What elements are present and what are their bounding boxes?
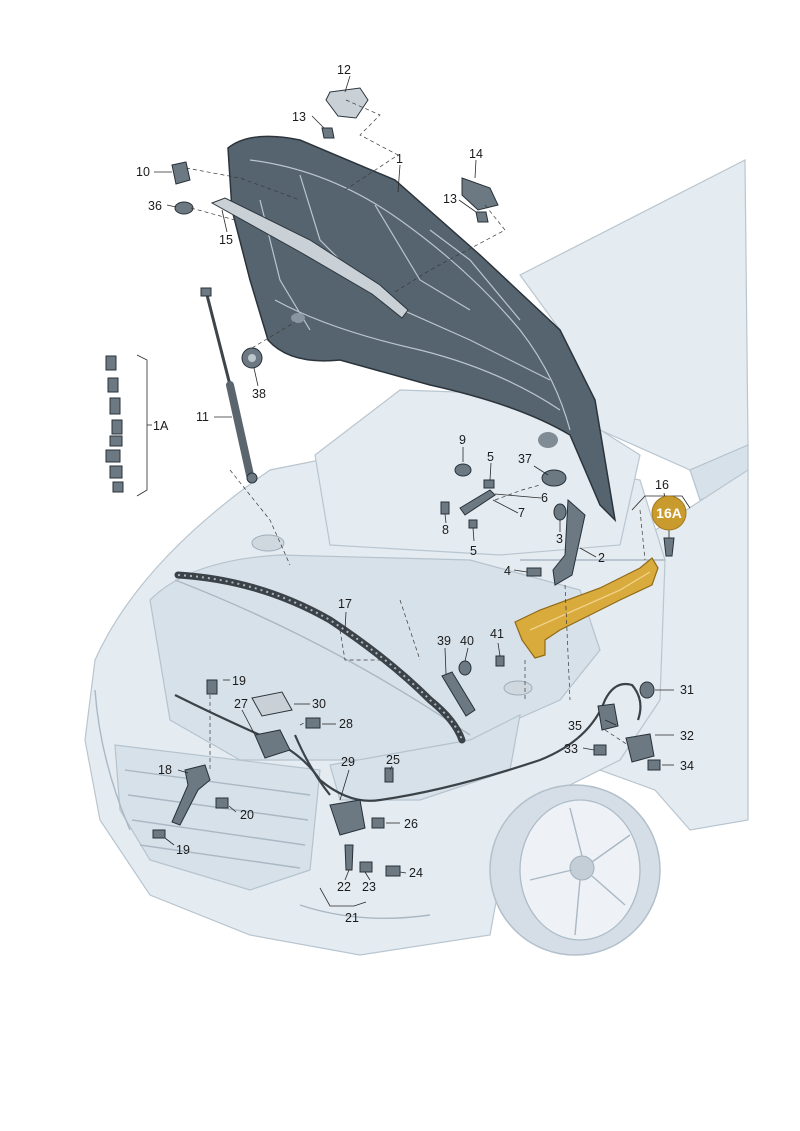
label-6: 6 bbox=[541, 491, 548, 505]
part-labels: 12 13 1 10 14 36 13 15 38 11 1A 9 5 37 1… bbox=[136, 63, 694, 925]
label-32: 32 bbox=[680, 729, 694, 743]
label-16: 16 bbox=[655, 478, 669, 492]
label-28: 28 bbox=[339, 717, 353, 731]
assembly-dashes bbox=[185, 99, 646, 770]
label-25: 25 bbox=[386, 753, 400, 767]
label-39: 39 bbox=[437, 634, 451, 648]
label-18: 18 bbox=[158, 763, 172, 777]
label-27: 27 bbox=[234, 697, 248, 711]
label-24: 24 bbox=[409, 866, 423, 880]
gas-strut bbox=[200, 287, 258, 484]
label-14: 14 bbox=[469, 147, 483, 161]
label-40: 40 bbox=[460, 634, 474, 648]
label-12: 12 bbox=[337, 63, 351, 77]
label-37: 37 bbox=[518, 452, 532, 466]
cable-secondary bbox=[293, 734, 331, 796]
part-16-highlighted bbox=[514, 557, 659, 659]
label-11: 11 bbox=[196, 410, 209, 424]
label-38: 38 bbox=[252, 387, 266, 401]
badge-16a: 16A bbox=[651, 495, 687, 531]
leader-lines bbox=[136, 75, 691, 907]
label-31: 31 bbox=[680, 683, 694, 697]
label-13-right: 13 bbox=[443, 192, 457, 206]
label-29: 29 bbox=[341, 755, 355, 769]
label-20: 20 bbox=[240, 808, 254, 822]
hood-seal-strip bbox=[210, 197, 409, 319]
label-1: 1 bbox=[396, 152, 403, 166]
label-10: 10 bbox=[136, 165, 150, 179]
label-19-bottom: 19 bbox=[176, 843, 190, 857]
label-19-top: 19 bbox=[232, 674, 246, 688]
label-13-top: 13 bbox=[292, 110, 306, 124]
label-17: 17 bbox=[338, 597, 352, 611]
label-3: 3 bbox=[556, 532, 563, 546]
label-8: 8 bbox=[442, 523, 449, 537]
label-9: 9 bbox=[459, 433, 466, 447]
label-23: 23 bbox=[362, 880, 376, 894]
label-33: 33 bbox=[564, 742, 578, 756]
label-41: 41 bbox=[490, 627, 504, 641]
badge-16a-label: 16A bbox=[656, 505, 682, 521]
front-wheel bbox=[489, 784, 661, 956]
label-7: 7 bbox=[518, 506, 525, 520]
label-5-top: 5 bbox=[487, 450, 494, 464]
label-2: 2 bbox=[598, 551, 605, 565]
label-26: 26 bbox=[404, 817, 418, 831]
label-36: 36 bbox=[148, 199, 162, 213]
label-35: 35 bbox=[568, 719, 582, 733]
label-1a: 1A bbox=[153, 419, 169, 433]
label-22: 22 bbox=[337, 880, 351, 894]
label-34: 34 bbox=[680, 759, 694, 773]
label-4: 4 bbox=[504, 564, 511, 578]
hood-panel bbox=[227, 135, 617, 523]
label-21: 21 bbox=[345, 911, 359, 925]
label-5-bottom: 5 bbox=[470, 544, 477, 558]
grille bbox=[114, 744, 321, 891]
label-15: 15 bbox=[219, 233, 233, 247]
label-30: 30 bbox=[312, 697, 326, 711]
small-parts bbox=[105, 87, 675, 877]
